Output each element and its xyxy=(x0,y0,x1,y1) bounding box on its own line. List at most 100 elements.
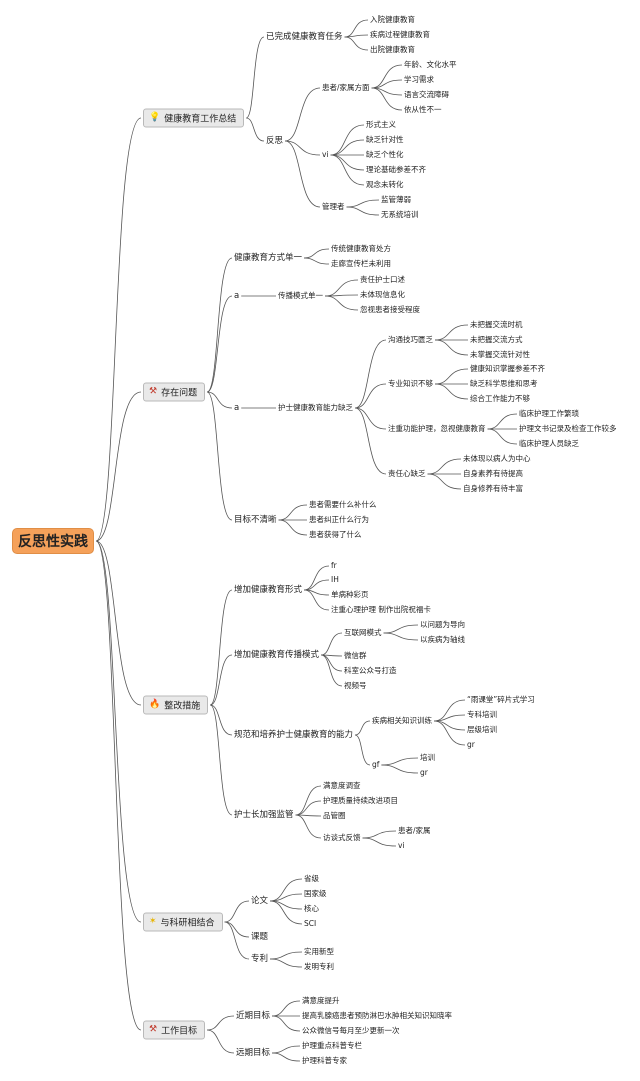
node-internet-1[interactable]: 以问题为导向 xyxy=(420,620,465,629)
node-done-3[interactable]: 出院健康教育 xyxy=(370,45,415,54)
node-patient-1[interactable]: 年龄、文化水平 xyxy=(404,60,457,69)
node-disease-3[interactable]: 层级培训 xyxy=(467,725,497,734)
node-topic[interactable]: 课题 xyxy=(251,932,269,942)
node-near[interactable]: 近期目标 xyxy=(236,1011,271,1021)
node-disease-2[interactable]: 专科培训 xyxy=(467,710,497,719)
node-mode[interactable]: 增加健康教育传播模式 xyxy=(234,650,320,660)
node-far-1[interactable]: 护理重点科普专栏 xyxy=(302,1041,362,1050)
node-know[interactable]: 专业知识不够 xyxy=(388,379,433,388)
node-internet[interactable]: 互联网模式 xyxy=(344,628,382,637)
node-func[interactable]: 注重功能护理，忽视健康教育 xyxy=(388,424,486,433)
node-goal[interactable]: 目标不清晰 xyxy=(234,515,277,525)
section-problems[interactable]: ⚒ 存在问题 xyxy=(143,382,206,402)
node-mode-3[interactable]: 视频号 xyxy=(344,681,367,690)
node-supervise[interactable]: 护士长加强监管 xyxy=(234,810,294,820)
node-supervise-1[interactable]: 满意度调查 xyxy=(323,781,361,790)
node-paper-1[interactable]: 省级 xyxy=(304,874,319,883)
node-spread-3[interactable]: 忽视患者接受程度 xyxy=(360,305,420,314)
section-summary[interactable]: 💡 健康教育工作总结 xyxy=(143,108,245,128)
node-vi-5[interactable]: 观念未转化 xyxy=(366,180,404,189)
node-goal-1[interactable]: 患者需要什么补什么 xyxy=(309,500,377,509)
node-manager-2[interactable]: 无系统培训 xyxy=(381,210,419,219)
node-resp-3[interactable]: 自身修养有待丰富 xyxy=(463,484,523,493)
node-single-2[interactable]: 走廊宣传栏未利用 xyxy=(331,259,391,268)
node-far-2[interactable]: 护理科普专家 xyxy=(302,1056,347,1065)
node-spread-2[interactable]: 未体现信息化 xyxy=(360,290,405,299)
node-patent-2[interactable]: 发明专利 xyxy=(304,962,334,971)
node-vi-1[interactable]: 形式主义 xyxy=(366,120,396,129)
node-visit-2[interactable]: vi xyxy=(398,841,405,850)
node-form-1[interactable]: fr xyxy=(331,561,337,570)
node-paper-4[interactable]: SCI xyxy=(304,919,317,928)
node-comm[interactable]: 沟通技巧匮乏 xyxy=(388,335,433,344)
node-far[interactable]: 远期目标 xyxy=(236,1048,271,1058)
node-single-1[interactable]: 传统健康教育处方 xyxy=(331,244,391,253)
node-know-2[interactable]: 缺乏科学思维和思考 xyxy=(470,379,538,388)
node-patent-1[interactable]: 实用新型 xyxy=(304,947,334,956)
node-manager-1[interactable]: 监管薄弱 xyxy=(381,195,411,204)
node-form-3[interactable]: 单病种彩页 xyxy=(331,590,369,599)
node-internet-2[interactable]: 以疾病为轴线 xyxy=(420,635,465,644)
node-patient-4[interactable]: 依从性不一 xyxy=(404,105,442,114)
node-visit-1[interactable]: 患者/家属 xyxy=(398,826,431,835)
node-resp-1[interactable]: 未体现以病人为中心 xyxy=(463,454,531,463)
node-supervise-3[interactable]: 品管圈 xyxy=(323,811,346,820)
node-form-4[interactable]: 注重心理护理 制作出院祝福卡 xyxy=(331,605,431,614)
section-rectify[interactable]: 🔥 整改措施 xyxy=(143,695,209,715)
node-ability[interactable]: 护士健康教育能力缺乏 xyxy=(278,403,353,412)
node-paper[interactable]: 论文 xyxy=(251,896,269,906)
node-form-2[interactable]: IH xyxy=(331,575,339,584)
node-gf-2[interactable]: gr xyxy=(420,768,428,777)
node-comm-3[interactable]: 未掌握交流针对性 xyxy=(470,350,530,359)
node-paper-2[interactable]: 国家级 xyxy=(304,889,327,898)
node-a2[interactable]: a xyxy=(234,403,240,413)
node-patient-3[interactable]: 语言交流障碍 xyxy=(404,90,449,99)
node-done-2[interactable]: 疾病过程健康教育 xyxy=(370,30,430,39)
node-single[interactable]: 健康教育方式单一 xyxy=(234,253,303,263)
node-spread-1[interactable]: 责任护士口述 xyxy=(360,275,405,284)
node-near-2[interactable]: 提高乳腺癌患者预防淋巴水肿相关知识知晓率 xyxy=(302,1011,452,1020)
node-done[interactable]: 已完成健康教育任务 xyxy=(266,32,343,42)
section-research[interactable]: ✶ 与科研相结合 xyxy=(143,912,223,932)
node-patent[interactable]: 专利 xyxy=(251,954,269,964)
node-goal-3[interactable]: 患者获得了什么 xyxy=(309,530,362,539)
node-near-1[interactable]: 满意度提升 xyxy=(302,996,340,1005)
node-spread[interactable]: 传播模式单一 xyxy=(278,291,323,300)
node-func-3[interactable]: 临床护理人员缺乏 xyxy=(519,439,579,448)
root-node[interactable]: 反思性实践 xyxy=(12,528,94,554)
node-know-3[interactable]: 综合工作能力不够 xyxy=(470,394,530,403)
node-supervise-2[interactable]: 护理质量持续改进项目 xyxy=(323,796,398,805)
node-patient-2[interactable]: 学习需求 xyxy=(404,75,434,84)
node-vi-4[interactable]: 理论基础参差不齐 xyxy=(366,165,426,174)
node-near-3[interactable]: 公众微信号每月至少更新一次 xyxy=(302,1026,400,1035)
node-disease[interactable]: 疾病相关知识训练 xyxy=(372,716,432,725)
node-vi-3[interactable]: 缺乏个性化 xyxy=(366,150,404,159)
node-done-1[interactable]: 入院健康教育 xyxy=(370,15,415,24)
node-disease-1[interactable]: “雨课堂”碎片式学习 xyxy=(467,695,535,704)
node-manager[interactable]: 管理者 xyxy=(322,202,345,211)
node-form[interactable]: 增加健康教育形式 xyxy=(234,585,303,595)
node-func-1[interactable]: 临床护理工作繁琐 xyxy=(519,409,579,418)
node-vi-2[interactable]: 缺乏针对性 xyxy=(366,135,404,144)
connector-line xyxy=(207,1029,235,1054)
node-patient[interactable]: 患者/家属方面 xyxy=(322,83,370,92)
node-gf-1[interactable]: 培训 xyxy=(420,753,435,762)
node-a1[interactable]: a xyxy=(234,291,240,301)
node-mode-2[interactable]: 科室公众号打造 xyxy=(344,666,397,675)
node-resp[interactable]: 责任心缺乏 xyxy=(388,469,426,478)
node-train[interactable]: 规范和培养护士健康教育的能力 xyxy=(234,730,354,740)
node-func-2[interactable]: 护理文书记录及检查工作较多 xyxy=(519,424,617,433)
section-goals[interactable]: ⚒ 工作目标 xyxy=(143,1020,206,1040)
node-paper-3[interactable]: 核心 xyxy=(304,904,319,913)
node-gf[interactable]: gf xyxy=(372,760,380,769)
node-vi[interactable]: vi xyxy=(322,150,329,159)
node-disease-4[interactable]: gr xyxy=(467,740,475,749)
node-comm-2[interactable]: 未把握交流方式 xyxy=(470,335,523,344)
node-visit[interactable]: 访谈式反馈 xyxy=(323,833,361,842)
node-know-1[interactable]: 健康知识掌握参差不齐 xyxy=(470,364,545,373)
node-reflect[interactable]: 反思 xyxy=(266,136,284,146)
node-mode-1[interactable]: 微信群 xyxy=(344,651,367,660)
node-resp-2[interactable]: 自身素养有待提高 xyxy=(463,469,523,478)
node-goal-2[interactable]: 患者纠正什么行为 xyxy=(309,515,369,524)
node-comm-1[interactable]: 未把握交流时机 xyxy=(470,320,523,329)
